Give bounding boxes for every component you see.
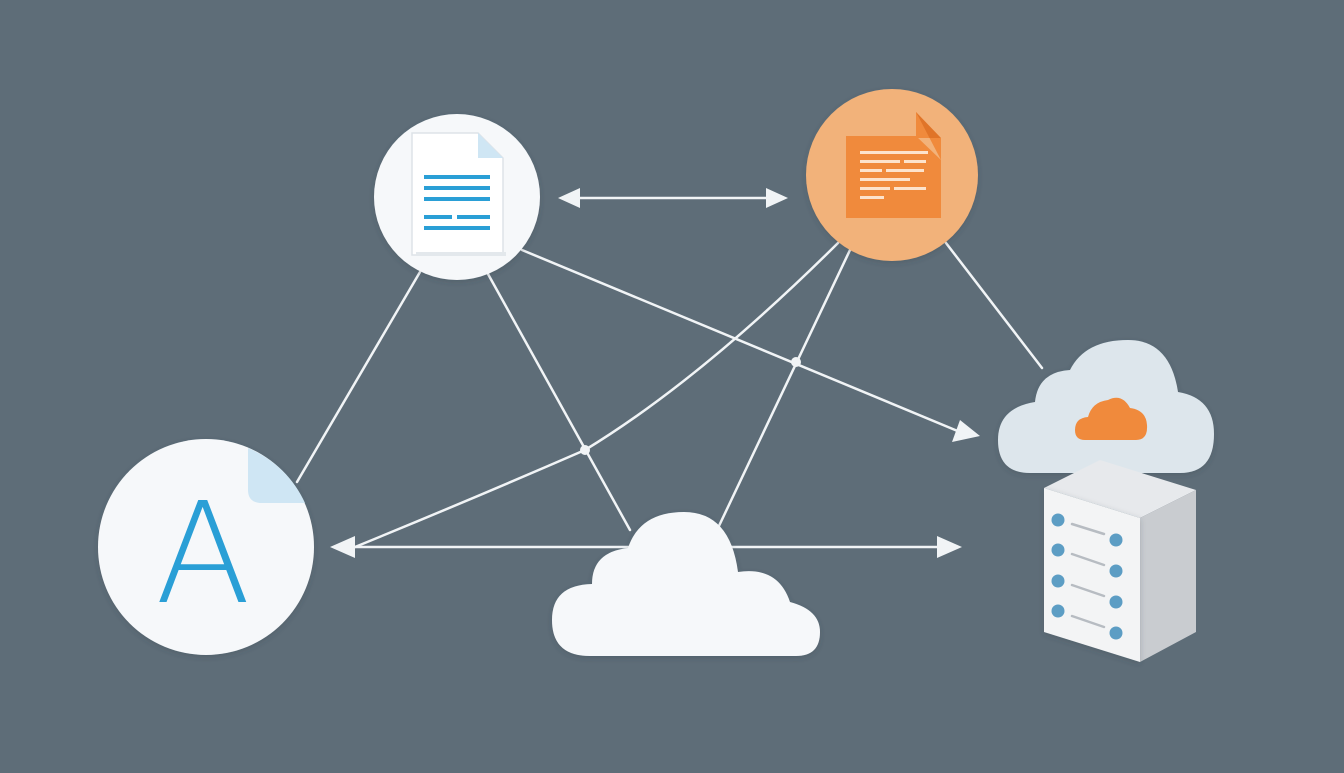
node-cloud-storage[interactable] — [998, 340, 1214, 473]
connection-orange-to-storage — [944, 241, 1044, 370]
connections — [295, 188, 1044, 558]
connection-cloud-to-letter — [330, 536, 642, 558]
node-letter-a[interactable]: A — [98, 439, 314, 655]
junction-dot — [580, 445, 590, 455]
page-corner — [248, 448, 305, 503]
server-slot-lines — [1070, 522, 1106, 629]
server-slots — [1051, 513, 1123, 640]
node-blue-document[interactable] — [374, 114, 540, 280]
connection-cloud-to-server — [718, 536, 962, 558]
arrowhead-right — [937, 536, 962, 558]
node-central-cloud[interactable] — [552, 512, 820, 656]
node-server[interactable] — [1044, 460, 1196, 662]
document-icon — [411, 132, 506, 256]
arrowhead-right — [766, 188, 788, 208]
letter-a-icon: A — [155, 473, 251, 636]
arrowhead-right — [952, 420, 980, 442]
server-icon — [1044, 460, 1196, 662]
connection-doc-to-storage — [520, 248, 980, 442]
connection-doc-to-letter — [295, 270, 422, 484]
document-icon — [846, 112, 941, 218]
connection-orange-to-letter — [353, 241, 840, 549]
connection-doc-to-cloud — [486, 272, 632, 532]
node-orange-document[interactable] — [806, 89, 978, 261]
cloud-icon — [1075, 397, 1148, 440]
connection-orange-to-cloud — [716, 248, 852, 530]
junction-dot — [791, 357, 801, 367]
cloud-icon — [552, 512, 820, 656]
arrowhead-left — [330, 536, 355, 558]
connection-doc-to-doc — [558, 188, 788, 208]
arrowhead-left — [558, 188, 580, 208]
